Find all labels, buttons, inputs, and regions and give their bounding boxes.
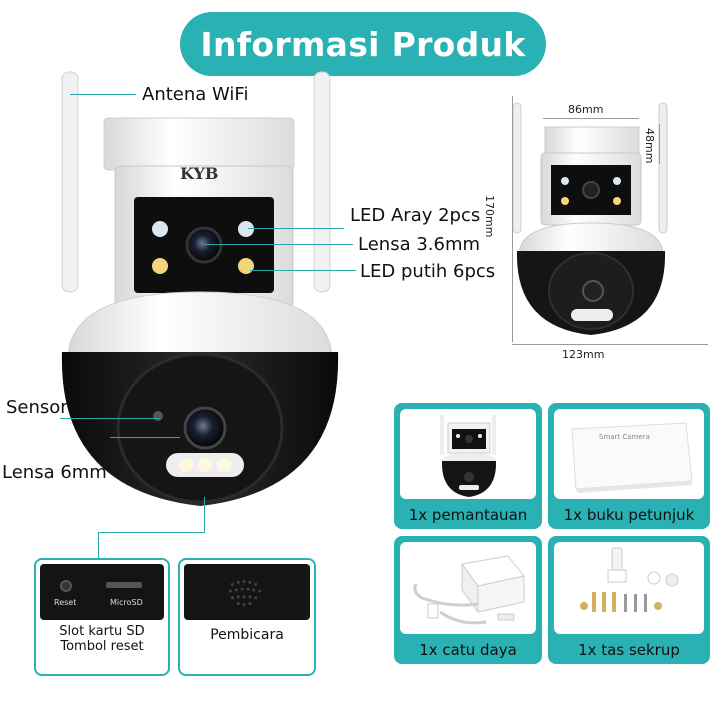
microsd-print: MicroSD xyxy=(110,598,143,607)
power-adapter-icon xyxy=(413,555,525,625)
package-label-screws: 1x tas sekrup xyxy=(578,641,680,659)
lead-lens-bottom xyxy=(110,437,180,438)
callout-sensor: Sensor xyxy=(6,397,68,418)
dim-height-top: 48mm xyxy=(643,128,656,164)
manual-cover-text: Smart Camera xyxy=(599,433,650,441)
lead-antenna xyxy=(70,94,136,95)
camera-thumbnail-icon xyxy=(440,415,497,497)
callout-antenna: Antena WiFi xyxy=(142,84,249,105)
screw-bag-icon xyxy=(580,547,679,612)
brand-logo: KYB xyxy=(180,164,219,183)
package-label-power: 1x catu daya xyxy=(419,641,517,659)
lead-led-array xyxy=(248,228,344,229)
sd-slot-label: Slot kartu SD xyxy=(59,624,145,639)
dim-line-width-top xyxy=(543,118,639,119)
callout-led-array: LED Aray 2pcs xyxy=(350,205,481,226)
speaker-label: Pembicara xyxy=(210,627,284,643)
lead-lens-top xyxy=(205,244,353,245)
package-item-monitor: 1x pemantauan xyxy=(394,403,542,529)
sd-slot-caption: Slot kartu SD Tombol reset xyxy=(36,624,168,654)
panel-sd-slot: Reset MicroSD Slot kartu SD Tombol reset xyxy=(34,558,170,676)
callout-led-white: LED putih 6pcs xyxy=(360,261,496,282)
manual-book-icon xyxy=(571,422,693,493)
callout-lens-top: Lensa 3.6mm xyxy=(358,234,481,255)
package-label-manual: 1x buku petunjuk xyxy=(563,506,695,524)
page-title: Informasi Produk xyxy=(180,12,546,76)
package-item-screws: 1x tas sekrup xyxy=(548,536,710,664)
dim-line-height-top xyxy=(659,124,660,164)
callout-lens-bottom: Lensa 6mm xyxy=(2,462,107,483)
lead-sd-slot-v xyxy=(204,497,205,533)
microsd-slot-icon xyxy=(106,582,142,588)
speaker-image xyxy=(184,564,310,620)
reset-button-label: Tombol reset xyxy=(60,639,144,654)
reset-button-icon xyxy=(60,580,72,592)
package-item-power: 1x catu daya xyxy=(394,536,542,664)
speaker-grille-icon xyxy=(184,564,310,620)
panel-speaker: Pembicara xyxy=(178,558,316,676)
dim-line-width-bottom xyxy=(512,344,708,345)
dimension-camera-image xyxy=(505,95,705,355)
main-camera-image: KYB xyxy=(0,60,340,530)
dim-line-height-total xyxy=(512,96,513,342)
lead-led-white xyxy=(250,270,356,271)
dim-width-bottom: 123mm xyxy=(562,348,605,361)
lead-sd-slot-v2 xyxy=(98,532,99,558)
lead-sensor xyxy=(60,418,160,419)
package-item-manual: Smart Camera 1x buku petunjuk xyxy=(548,403,710,529)
sd-slot-image: Reset MicroSD xyxy=(40,564,164,620)
dim-width-top: 86mm xyxy=(568,103,604,116)
lead-sd-slot-h xyxy=(98,532,204,533)
reset-print: Reset xyxy=(54,598,77,607)
package-label-monitor: 1x pemantauan xyxy=(408,506,528,524)
dim-height-total: 170mm xyxy=(483,195,496,238)
